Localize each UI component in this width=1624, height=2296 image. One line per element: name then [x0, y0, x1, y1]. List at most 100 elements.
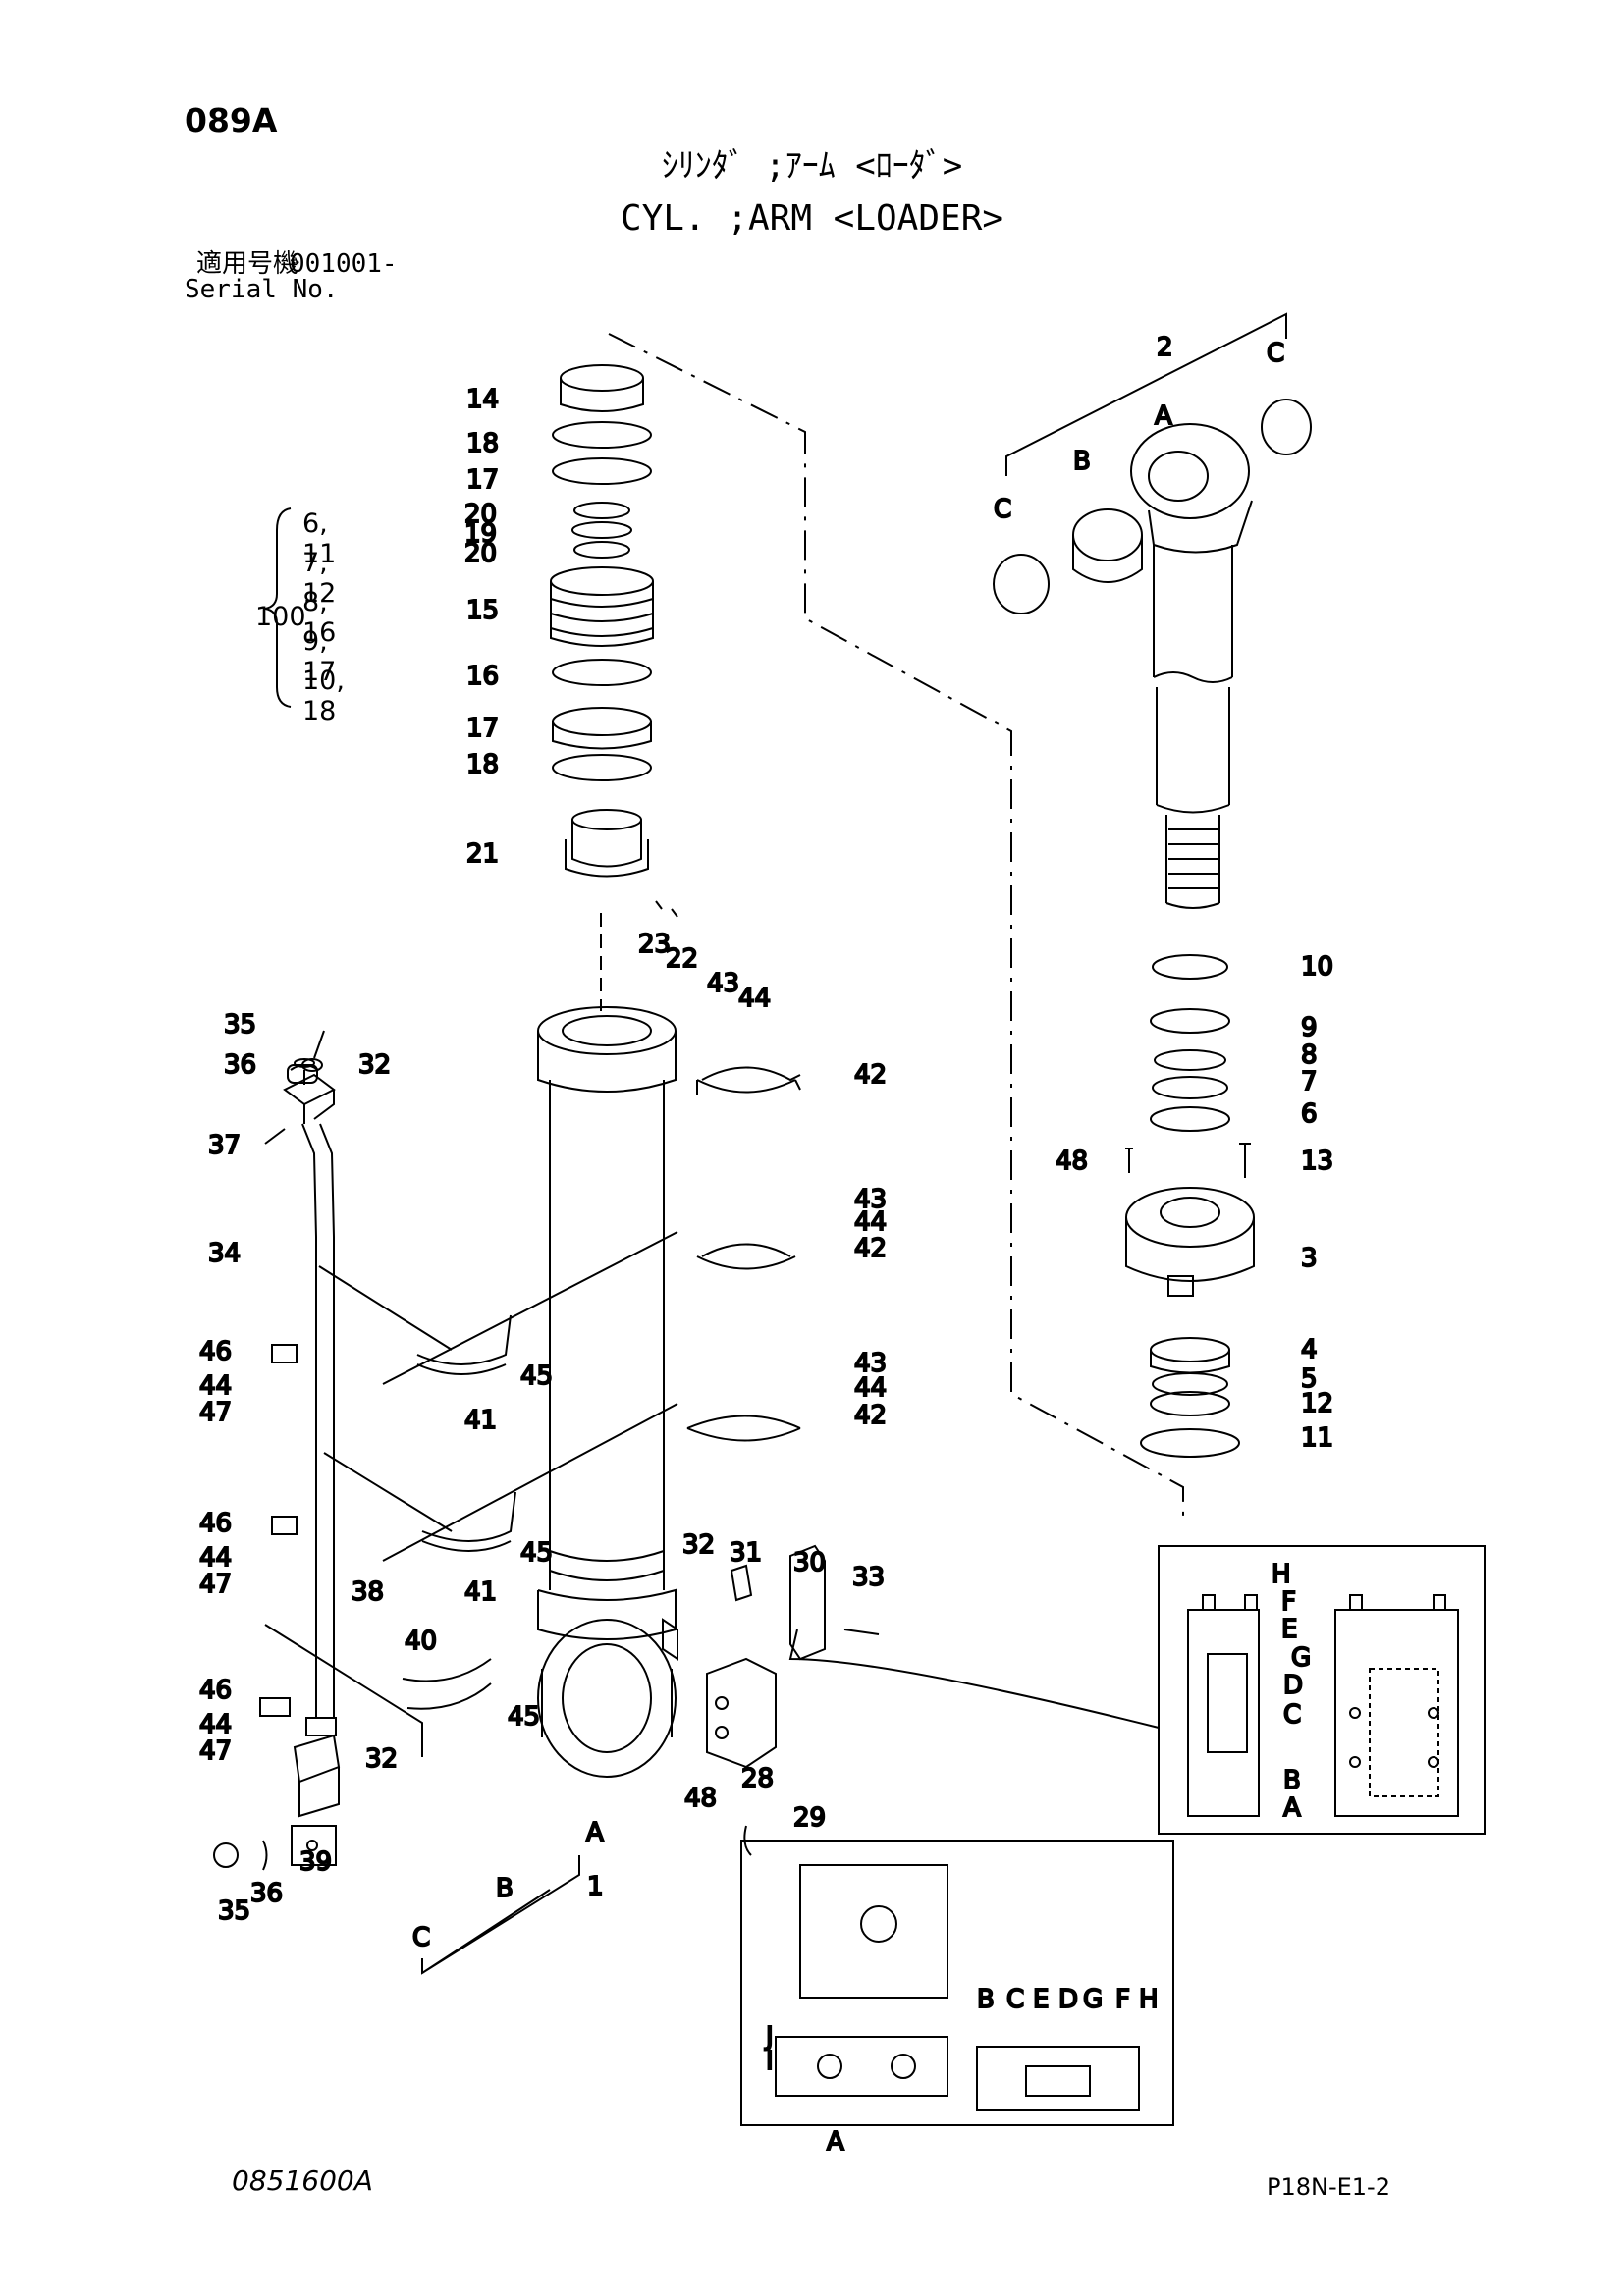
callout: 10	[1301, 952, 1333, 982]
callout: 7	[1301, 1067, 1318, 1096]
callout: 41	[464, 1577, 497, 1607]
callout: 20	[464, 500, 497, 529]
pipe-assembly	[213, 1030, 341, 1871]
detail-letter: E	[1033, 1985, 1049, 2014]
detail-letter: D	[1058, 1985, 1078, 2014]
callout: 48	[1056, 1147, 1088, 1176]
callout: 22	[666, 944, 698, 974]
callout: 37	[208, 1131, 241, 1160]
detail-box-bottom	[740, 1825, 1174, 2126]
callout: 44	[199, 1710, 232, 1739]
callout: 18	[466, 750, 499, 779]
detail-letter: I	[766, 2047, 774, 2076]
detail-letter: F	[1281, 1587, 1296, 1617]
callout: 47	[199, 1570, 232, 1599]
callout: 43	[854, 1349, 887, 1378]
callout: 21	[466, 839, 499, 869]
seal-kit-number: 100	[255, 602, 306, 632]
drawing-number: 0851600A	[232, 2164, 373, 2197]
detail-letter: H	[1139, 1985, 1159, 2014]
detail-letter: D	[1283, 1671, 1303, 1700]
callout: 34	[208, 1239, 241, 1268]
callout: 32	[365, 1744, 398, 1774]
callout: 32	[682, 1530, 715, 1560]
callout: A	[1155, 401, 1172, 431]
callout: 48	[684, 1784, 717, 1813]
callout: 3	[1301, 1244, 1318, 1273]
callout: B	[1073, 447, 1091, 476]
callout: 40	[405, 1627, 437, 1656]
detail-letter: A	[1283, 1793, 1301, 1823]
callout: 42	[854, 1060, 887, 1090]
detail-letter: H	[1272, 1560, 1291, 1589]
callout: 5	[1301, 1364, 1318, 1394]
callout: 32	[358, 1050, 391, 1080]
callout: 4	[1301, 1335, 1318, 1364]
part-callouts: 14 18 17 20 19 20 15 16 17 18 21 23 22 2…	[198, 332, 1334, 1953]
detail-letter: C	[1006, 1985, 1024, 2014]
callout: C	[994, 495, 1011, 524]
callout: 46	[199, 1509, 232, 1538]
callout: 39	[299, 1847, 332, 1877]
callout: 45	[520, 1538, 553, 1568]
detail-bottom-letters: B C E D G F H J I A	[763, 1984, 1160, 2158]
serial-label-jp: 適用号機	[196, 249, 299, 279]
callout: 2	[1157, 333, 1173, 362]
callout: 15	[466, 596, 499, 625]
callout: 31	[730, 1538, 762, 1568]
callout: 9	[1301, 1013, 1318, 1042]
callout: 46	[199, 1676, 232, 1705]
callout: 45	[508, 1702, 540, 1732]
detail-right-letters: H F E G D C B A	[1271, 1559, 1312, 1824]
cylinder-tube	[537, 1006, 678, 1778]
seal-kit-row: 9, 17	[302, 626, 337, 687]
callout: 44	[738, 984, 771, 1013]
callout: 11	[1301, 1423, 1333, 1453]
bracket-2	[1005, 312, 1287, 476]
callout: 19	[464, 519, 497, 549]
bracket-1	[421, 1855, 580, 1975]
detail-letter: G	[1083, 1985, 1103, 2014]
callout: 42	[854, 1401, 887, 1430]
callout: 33	[852, 1563, 885, 1592]
callout: 30	[793, 1548, 826, 1577]
callout: 14	[466, 385, 499, 414]
assembly-guide-dash	[608, 333, 1184, 1522]
piston-stack	[550, 364, 678, 918]
callout: 41	[464, 1406, 497, 1435]
serial-value: 001001-	[290, 249, 398, 279]
callout: C	[412, 1923, 430, 1952]
callout: A	[586, 1818, 604, 1847]
seal-kit-row: 8, 16	[302, 587, 337, 648]
callout: 43	[854, 1185, 887, 1214]
callout: 16	[466, 662, 499, 691]
page-code: P18N-E1-2	[1267, 2173, 1390, 2201]
serial-label-en: Serial No.	[185, 275, 339, 304]
detail-letter: E	[1281, 1615, 1297, 1644]
callout: 43	[707, 969, 739, 998]
callout: 45	[520, 1362, 553, 1391]
callout: 20	[464, 539, 497, 568]
valve-blocks	[706, 1544, 1160, 1769]
callout: 35	[218, 1896, 250, 1926]
seal-kit-brace	[264, 507, 292, 708]
title-japanese: ｼﾘﾝﾀﾞ ;ｱｰﾑ <ﾛｰﾀﾞ>	[661, 146, 963, 186]
callout: 44	[199, 1543, 232, 1573]
detail-letter: C	[1283, 1700, 1301, 1730]
seal-kit-row: 10, 18	[302, 666, 345, 726]
callout: 1	[587, 1872, 604, 1901]
detail-letter: F	[1115, 1985, 1130, 2014]
title-english: CYL. ;ARM <LOADER>	[620, 198, 1004, 239]
detail-letter: G	[1291, 1643, 1311, 1673]
callout: 36	[224, 1050, 256, 1080]
callout: 42	[854, 1234, 887, 1263]
callout: 29	[793, 1803, 826, 1833]
detail-letter: J	[764, 2022, 774, 2052]
clamps	[259, 1066, 801, 1757]
callout: C	[1267, 339, 1284, 368]
callout: 47	[199, 1398, 232, 1427]
callout: 47	[199, 1736, 232, 1766]
callout: 38	[352, 1577, 384, 1607]
seal-kit-row: 7, 12	[302, 548, 337, 609]
